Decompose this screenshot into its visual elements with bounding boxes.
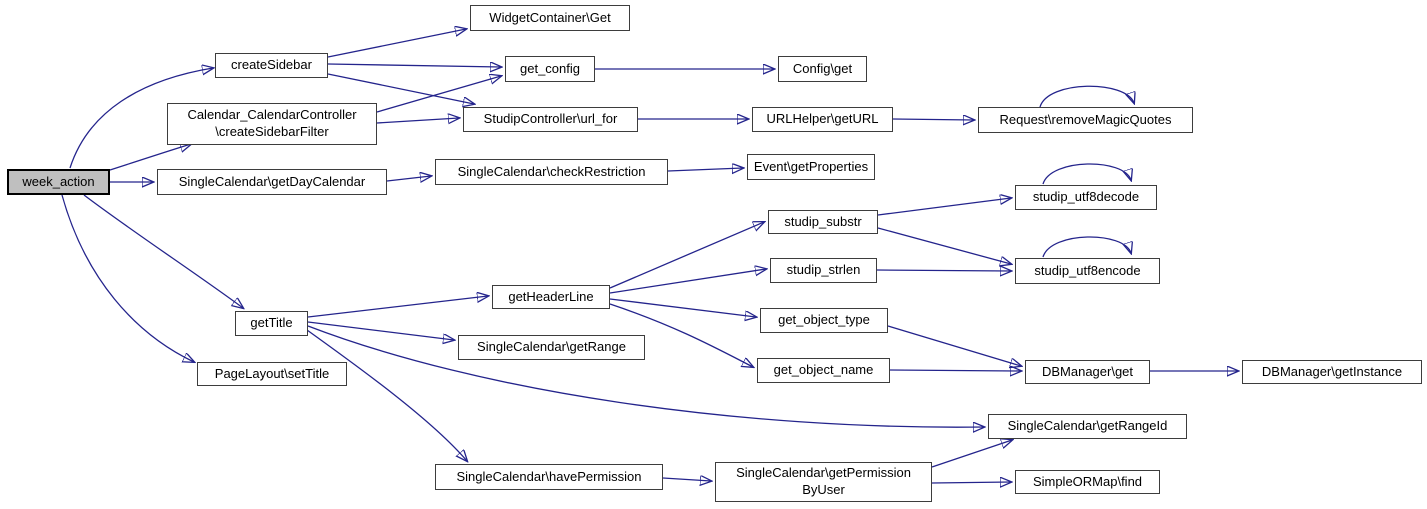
edge-getPermissionByUser-getRangeId xyxy=(931,440,1012,468)
edge-checkRestriction-getProperties xyxy=(667,168,743,171)
node-url-for[interactable]: StudipController\url_for xyxy=(463,107,638,132)
edge-studip_strlen-utf8encode xyxy=(876,270,1011,271)
edge-get_object_type-db_get xyxy=(887,325,1021,366)
edge-havePermission-getPermissionByUser xyxy=(662,478,711,481)
node-get-header-line[interactable]: getHeaderLine xyxy=(492,285,610,309)
node-have-permission[interactable]: SingleCalendar\havePermission xyxy=(435,464,663,490)
node-urlhelper-geturl[interactable]: URLHelper\getURL xyxy=(752,107,893,132)
node-get-range-id[interactable]: SingleCalendar\getRangeId xyxy=(988,414,1187,439)
edge-getURL-removeMagicQuotes xyxy=(892,119,974,120)
self-loop-utf8decode xyxy=(1042,163,1131,185)
edge-studip_substr-utf8encode xyxy=(877,227,1011,264)
node-get-title[interactable]: getTitle xyxy=(235,311,308,336)
node-get-permission-by-user[interactable]: SingleCalendar\getPermission ByUser xyxy=(715,462,932,502)
node-studip-strlen[interactable]: studip_strlen xyxy=(770,258,877,283)
edge-getTitle-havePermission xyxy=(306,329,467,461)
edge-week_action-createSidebar xyxy=(69,68,213,169)
node-event-get-properties[interactable]: Event\getProperties xyxy=(747,154,875,180)
node-studip-utf8encode[interactable]: studip_utf8encode xyxy=(1015,258,1160,284)
edge-get_object_name-db_get xyxy=(889,370,1021,371)
node-get-config[interactable]: get_config xyxy=(505,56,595,82)
edge-createSidebar-url_for xyxy=(327,73,474,104)
node-simpleormap-find[interactable]: SimpleORMap\find xyxy=(1015,470,1160,494)
edge-getTitle-getHeaderLine xyxy=(307,296,488,318)
edge-studip_substr-utf8decode xyxy=(877,198,1011,216)
edge-getPermissionByUser-simple_find xyxy=(931,482,1011,483)
edge-calendar_filter-get_config xyxy=(376,76,501,113)
edge-createSidebar-widget_get xyxy=(327,29,466,58)
node-dbmanager-get[interactable]: DBManager\get xyxy=(1025,360,1150,384)
node-widget-container-get[interactable]: WidgetContainer\Get xyxy=(470,5,630,31)
node-set-title[interactable]: PageLayout\setTitle xyxy=(197,362,347,386)
edge-getTitle-getRangeId xyxy=(307,325,984,427)
edge-getTitle-getRange xyxy=(307,321,454,340)
edge-week_action-calendar_filter xyxy=(109,144,191,171)
node-studip-substr[interactable]: studip_substr xyxy=(768,210,878,234)
node-get-object-name[interactable]: get_object_name xyxy=(757,358,890,383)
edge-calendar_filter-url_for xyxy=(376,118,459,123)
edge-createSidebar-get_config xyxy=(327,64,501,67)
self-loop-removeMagicQuotes xyxy=(1039,85,1134,108)
node-dbmanager-getinstance[interactable]: DBManager\getInstance xyxy=(1242,360,1422,384)
edge-getHeaderLine-studip_substr xyxy=(609,222,764,289)
edge-week_action-getTitle xyxy=(83,194,243,308)
node-config-get[interactable]: Config\get xyxy=(778,56,867,82)
node-week-action: week_action xyxy=(7,169,110,195)
node-get-day-calendar[interactable]: SingleCalendar\getDayCalendar xyxy=(157,169,387,195)
edge-getDayCalendar-checkRestriction xyxy=(386,176,431,181)
edge-week_action-setTitle xyxy=(61,194,194,362)
node-remove-magic-quotes[interactable]: Request\removeMagicQuotes xyxy=(978,107,1193,133)
edge-getHeaderLine-get_object_type xyxy=(609,298,756,317)
node-create-sidebar-filter[interactable]: Calendar_CalendarController \createSideb… xyxy=(167,103,377,145)
node-studip-utf8decode[interactable]: studip_utf8decode xyxy=(1015,185,1157,210)
node-create-sidebar[interactable]: createSidebar xyxy=(215,53,328,78)
node-get-range[interactable]: SingleCalendar\getRange xyxy=(458,335,645,360)
self-loop-utf8encode xyxy=(1042,236,1131,258)
edge-getHeaderLine-studip_strlen xyxy=(609,269,766,294)
node-get-object-type[interactable]: get_object_type xyxy=(760,308,888,333)
edge-getHeaderLine-get_object_name xyxy=(609,303,753,367)
node-check-restriction[interactable]: SingleCalendar\checkRestriction xyxy=(435,159,668,185)
